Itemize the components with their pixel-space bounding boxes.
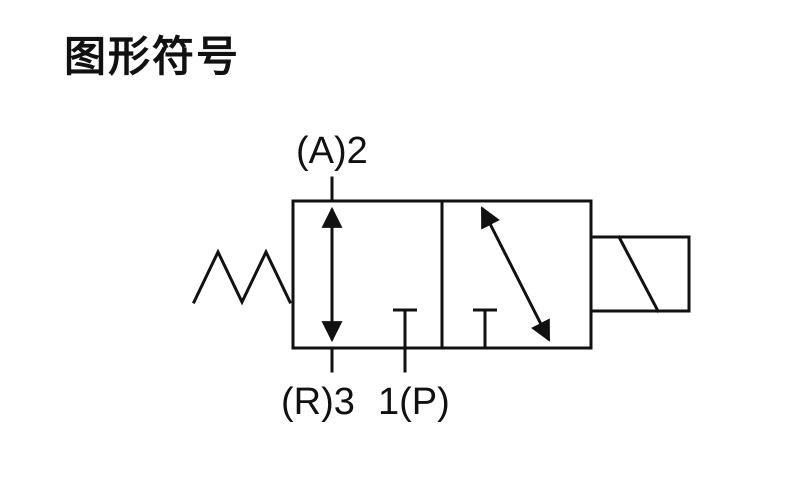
valve-position-right <box>440 199 593 350</box>
port-r-label: (R)3 <box>281 381 355 423</box>
symbol-title: 图形符号 <box>64 33 241 80</box>
valve-position-left <box>291 199 444 350</box>
solenoid-icon <box>589 234 691 314</box>
port-p-label: 1(P) <box>378 381 450 423</box>
port-a-label: (A)2 <box>296 130 368 172</box>
blocked-port-icon <box>473 308 497 348</box>
blocked-port-p-icon <box>393 308 417 348</box>
spring-icon <box>191 248 293 306</box>
flow-arrow-p-a <box>480 206 551 342</box>
